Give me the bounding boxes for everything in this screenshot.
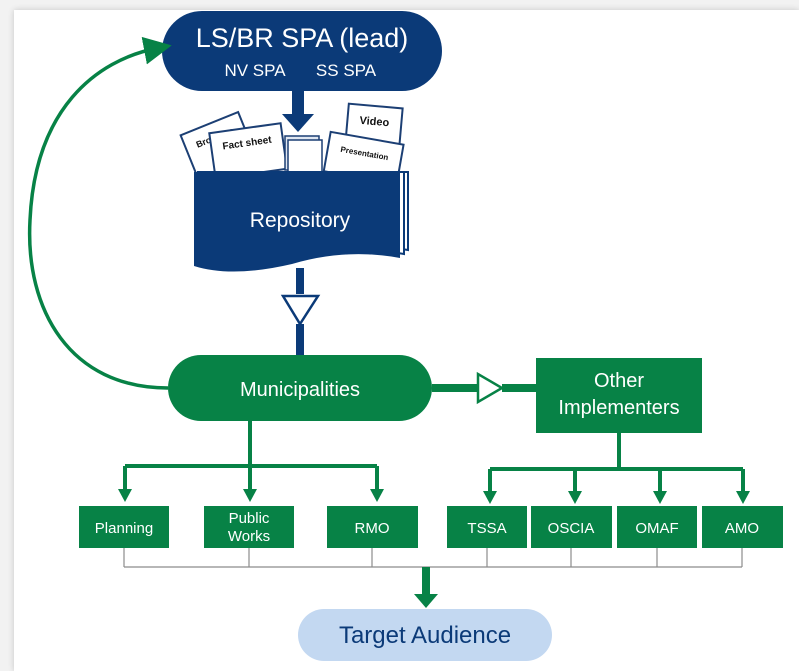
municipalities-to-implementers-connector: [432, 371, 536, 405]
other-implementers-label-line1: Other: [594, 370, 644, 392]
repository-label: Repository: [250, 209, 351, 232]
other-implementers-label-line2: Implementers: [558, 397, 679, 419]
feedback-loop-arrow: [27, 36, 172, 390]
repository-to-municipalities-connector: [280, 268, 321, 356]
file-stack: [284, 135, 323, 173]
rmo-label: RMO: [355, 520, 390, 537]
spa-lead-label: LS/BR SPA (lead): [196, 23, 409, 53]
tssa-label: TSSA: [467, 520, 506, 537]
municipal-branch-arrowheads: [118, 489, 384, 502]
planning-node: Planning: [79, 506, 169, 548]
municipalities-label: Municipalities: [240, 379, 360, 401]
repository-node: Repository: [194, 171, 409, 272]
municipalities-node: Municipalities: [168, 355, 432, 421]
omaf-node: OMAF: [617, 506, 697, 548]
audience-collector-lines: [123, 548, 743, 568]
planning-label: Planning: [95, 520, 153, 537]
rmo-node: RMO: [327, 506, 418, 548]
spa-lead-node: LS/BR SPA (lead) NV SPA SS SPA: [162, 11, 442, 91]
to-target-audience-arrow: [414, 567, 438, 608]
other-implementers-node: Other Implementers: [536, 358, 702, 433]
oscia-node: OSCIA: [531, 506, 612, 548]
video-label: Video: [359, 115, 390, 130]
public-works-label-line1: Public: [229, 510, 270, 527]
fact-sheet-document: Fact sheet: [208, 122, 289, 180]
target-audience-label: Target Audience: [339, 622, 511, 649]
amo-label: AMO: [725, 520, 759, 537]
spa-to-repository-arrow: [282, 91, 314, 132]
spa-nv-label: NV SPA: [224, 61, 286, 80]
omaf-label: OMAF: [635, 520, 678, 537]
implementer-branch-arrowheads: [483, 491, 750, 504]
public-works-node: Public Works: [204, 506, 294, 548]
oscia-label: OSCIA: [548, 520, 595, 537]
public-works-label-line2: Works: [228, 528, 270, 545]
diagram-panel: [14, 10, 799, 671]
amo-node: AMO: [702, 506, 783, 548]
tssa-node: TSSA: [447, 506, 527, 548]
implementer-branch-lines: [488, 433, 745, 492]
target-audience-node: Target Audience: [298, 609, 552, 661]
spa-ss-label: SS SPA: [316, 61, 377, 80]
municipal-branch-lines: [123, 421, 379, 490]
